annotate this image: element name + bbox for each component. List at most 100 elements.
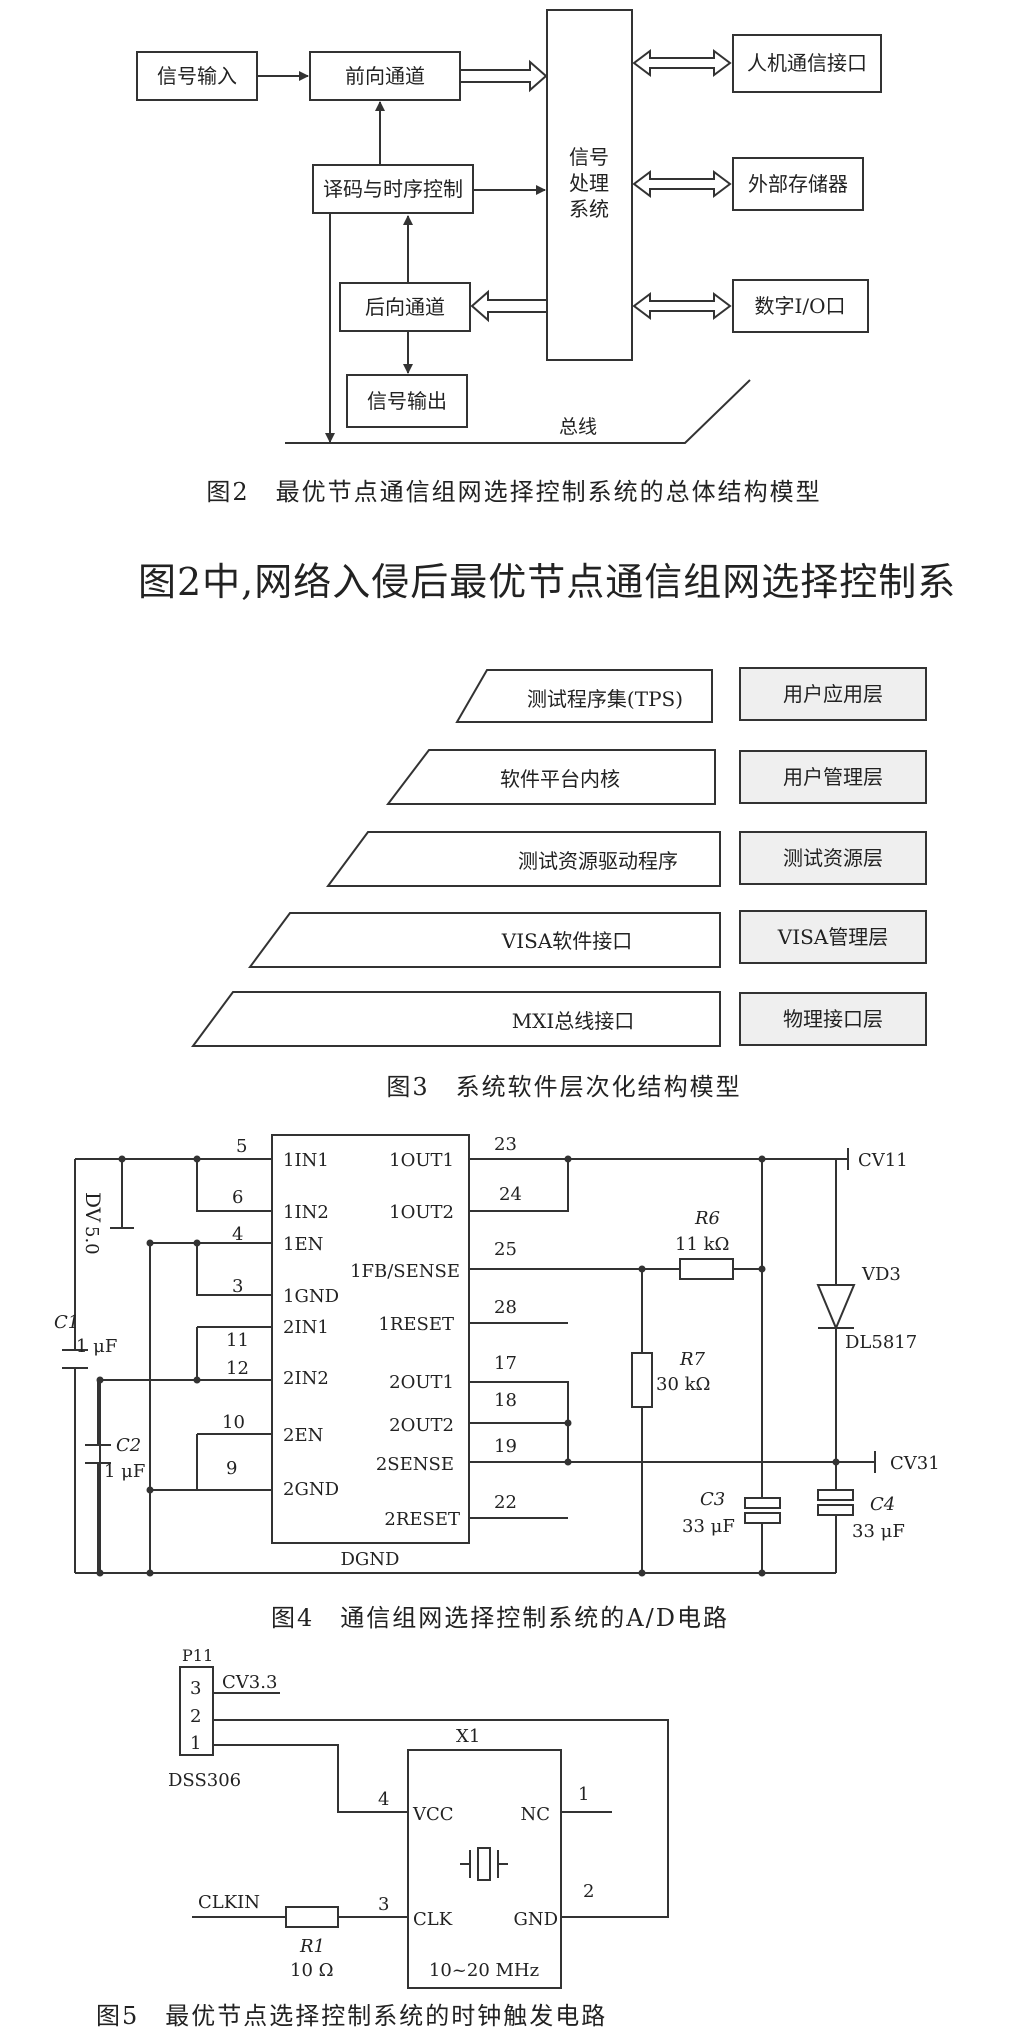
vd3-diode-body — [816, 1284, 856, 1331]
r1-value: 10 Ω — [290, 1960, 334, 1981]
c2-label: C2 — [116, 1435, 141, 1456]
processing-io-double-arrow — [632, 292, 732, 320]
figure-3-caption: 图3 系统软件层次化结构模型 — [386, 1073, 741, 1101]
c1-value: 1 μF — [76, 1336, 117, 1357]
pin-10-number: 10 — [222, 1412, 245, 1433]
pin-1reset-label: 1RESET — [378, 1314, 454, 1335]
forward-channel-label: 前向通道 — [345, 64, 425, 88]
signal-processing-system-box — [546, 9, 633, 361]
layer-2-right-label: 用户管理层 — [783, 765, 883, 789]
pin-24-number: 24 — [499, 1184, 522, 1205]
layer-4-left — [248, 912, 721, 968]
r6-value: 11 kΩ — [675, 1234, 729, 1255]
r7-resistor — [631, 1352, 653, 1408]
layer-2-left-label: 软件平台内核 — [500, 767, 620, 791]
pin-2reset-label: 2RESET — [384, 1509, 460, 1530]
clk-pin-label: CLK — [413, 1909, 453, 1930]
c3-label: C3 — [700, 1489, 725, 1510]
right-side-wiring — [469, 1148, 876, 1573]
hmi-interface-label: 人机通信接口 — [747, 51, 867, 75]
figure-4-caption: 图4 通信组网选择控制系统的A/D电路 — [271, 1604, 729, 1632]
c3-value: 33 μF — [682, 1516, 735, 1537]
cv31-label: CV31 — [890, 1453, 940, 1474]
cv33-label: CV3.3 — [222, 1672, 277, 1693]
processing-hmi-double-arrow — [632, 49, 732, 77]
pin-28-number: 28 — [494, 1297, 517, 1318]
vcc-pin-label: VCC — [412, 1804, 454, 1825]
clock-circuit-wiring — [192, 1719, 669, 1918]
dgnd-label: DGND — [341, 1549, 400, 1570]
layer-1-left — [455, 669, 713, 723]
pin-2out1-label: 2OUT1 — [389, 1372, 454, 1393]
pin-1out1-label: 1OUT1 — [389, 1150, 454, 1171]
processing-label-3: 系统 — [569, 197, 609, 221]
forward-channel-box — [309, 51, 461, 101]
dss306-connector — [179, 1666, 214, 1756]
c4-label: C4 — [870, 1494, 895, 1515]
processing-storage-double-arrow — [632, 170, 732, 198]
r6-resistor — [679, 1258, 734, 1280]
figure-3-layer-diagram: 测试程序集(TPS) 用户应用层 软件平台内核 用户管理层 测试资源驱动程序 测… — [191, 667, 927, 1101]
layer-5-left-label: MXI总线接口 — [512, 1009, 635, 1033]
pin-25-number: 25 — [494, 1239, 517, 1260]
processing-to-backward-hollow-arrow — [470, 289, 548, 323]
pin-2out2-label: 2OUT2 — [389, 1415, 454, 1436]
layer-4-left-label: VISA软件接口 — [501, 929, 633, 953]
pin-2sense-label: 2SENSE — [376, 1454, 454, 1475]
hmi-interface-box — [732, 34, 882, 93]
bus-line — [285, 379, 751, 444]
c1-label: C1 — [54, 1312, 79, 1333]
bus-label: 总线 — [559, 416, 597, 438]
processing-label-2: 处理 — [569, 171, 609, 195]
layer-3-right — [739, 831, 927, 885]
figure-5-clock-circuit: P11 3 2 1 DSS306 CV3.3 X1 VCC NC CLK GND… — [96, 1646, 669, 2030]
frequency-label: 10~20 MHz — [429, 1960, 539, 1981]
layer-3-right-label: 测试资源层 — [783, 846, 883, 870]
c4-value: 33 μF — [852, 1521, 905, 1542]
pin-4-number: 4 — [232, 1224, 243, 1245]
layer-5-right-label: 物理接口层 — [783, 1007, 883, 1031]
junction-dots — [96, 1155, 840, 1577]
layer-3-left-label: 测试资源驱动程序 — [518, 849, 678, 873]
pin-3-number: 3 — [232, 1276, 243, 1297]
r7-label: R7 — [679, 1349, 706, 1370]
pin-2in2-label: 2IN2 — [283, 1368, 329, 1389]
clk-pin-number: 3 — [378, 1894, 389, 1915]
c3-bottom — [744, 1512, 781, 1524]
figure-5-caption: 图5 最优节点选择控制系统的时钟触发电路 — [96, 2002, 607, 2030]
layer-2-right — [739, 750, 927, 804]
pin-19-number: 19 — [494, 1436, 517, 1457]
pin-1en-label: 1EN — [283, 1234, 323, 1255]
diode-part-label: DL5817 — [845, 1332, 917, 1353]
cv11-label: CV11 — [858, 1150, 908, 1171]
pin-12-number: 12 — [226, 1358, 249, 1379]
backward-channel-box — [339, 282, 471, 332]
figure-2-caption: 图2 最优节点通信组网选择控制系统的总体结构模型 — [206, 478, 821, 506]
pin-1fbsense-label: 1FB/SENSE — [350, 1261, 460, 1282]
pin-1in1-label: 1IN1 — [283, 1150, 329, 1171]
forward-to-processing-hollow-arrow — [459, 59, 548, 93]
pin-1out2-label: 1OUT2 — [389, 1202, 454, 1223]
layer-1-left-label: 测试程序集(TPS) — [527, 687, 683, 711]
pin-22-number: 22 — [494, 1492, 517, 1513]
pin-11-number: 11 — [226, 1330, 249, 1351]
layer-5-right — [739, 992, 927, 1046]
pin-17-number: 17 — [494, 1353, 517, 1374]
c4-top — [817, 1489, 854, 1501]
c4-bottom — [817, 1504, 854, 1516]
pin-2gnd-label: 2GND — [283, 1479, 339, 1500]
external-storage-box — [732, 157, 864, 211]
connector-label: P11 — [182, 1646, 213, 1665]
x1-label: X1 — [456, 1726, 480, 1747]
layer-3-left — [326, 831, 721, 887]
figure-2-block-diagram: 信号输入 前向通道 译码与时序控制 后向通道 信号输出 信号 处理 系统 人机通… — [136, 9, 882, 506]
regulator-ic-body — [271, 1134, 470, 1544]
processing-label-1: 信号 — [569, 145, 609, 169]
r1-resistor — [285, 1906, 339, 1928]
decode-timing-box — [312, 164, 474, 214]
external-storage-label: 外部存储器 — [748, 172, 848, 196]
body-text-line: 图2中,网络入侵后最优节点通信组网选择控制系 — [138, 560, 956, 604]
signal-output-box — [346, 374, 468, 428]
digital-io-box — [732, 279, 869, 333]
gnd-pin-number: 2 — [583, 1881, 594, 1902]
